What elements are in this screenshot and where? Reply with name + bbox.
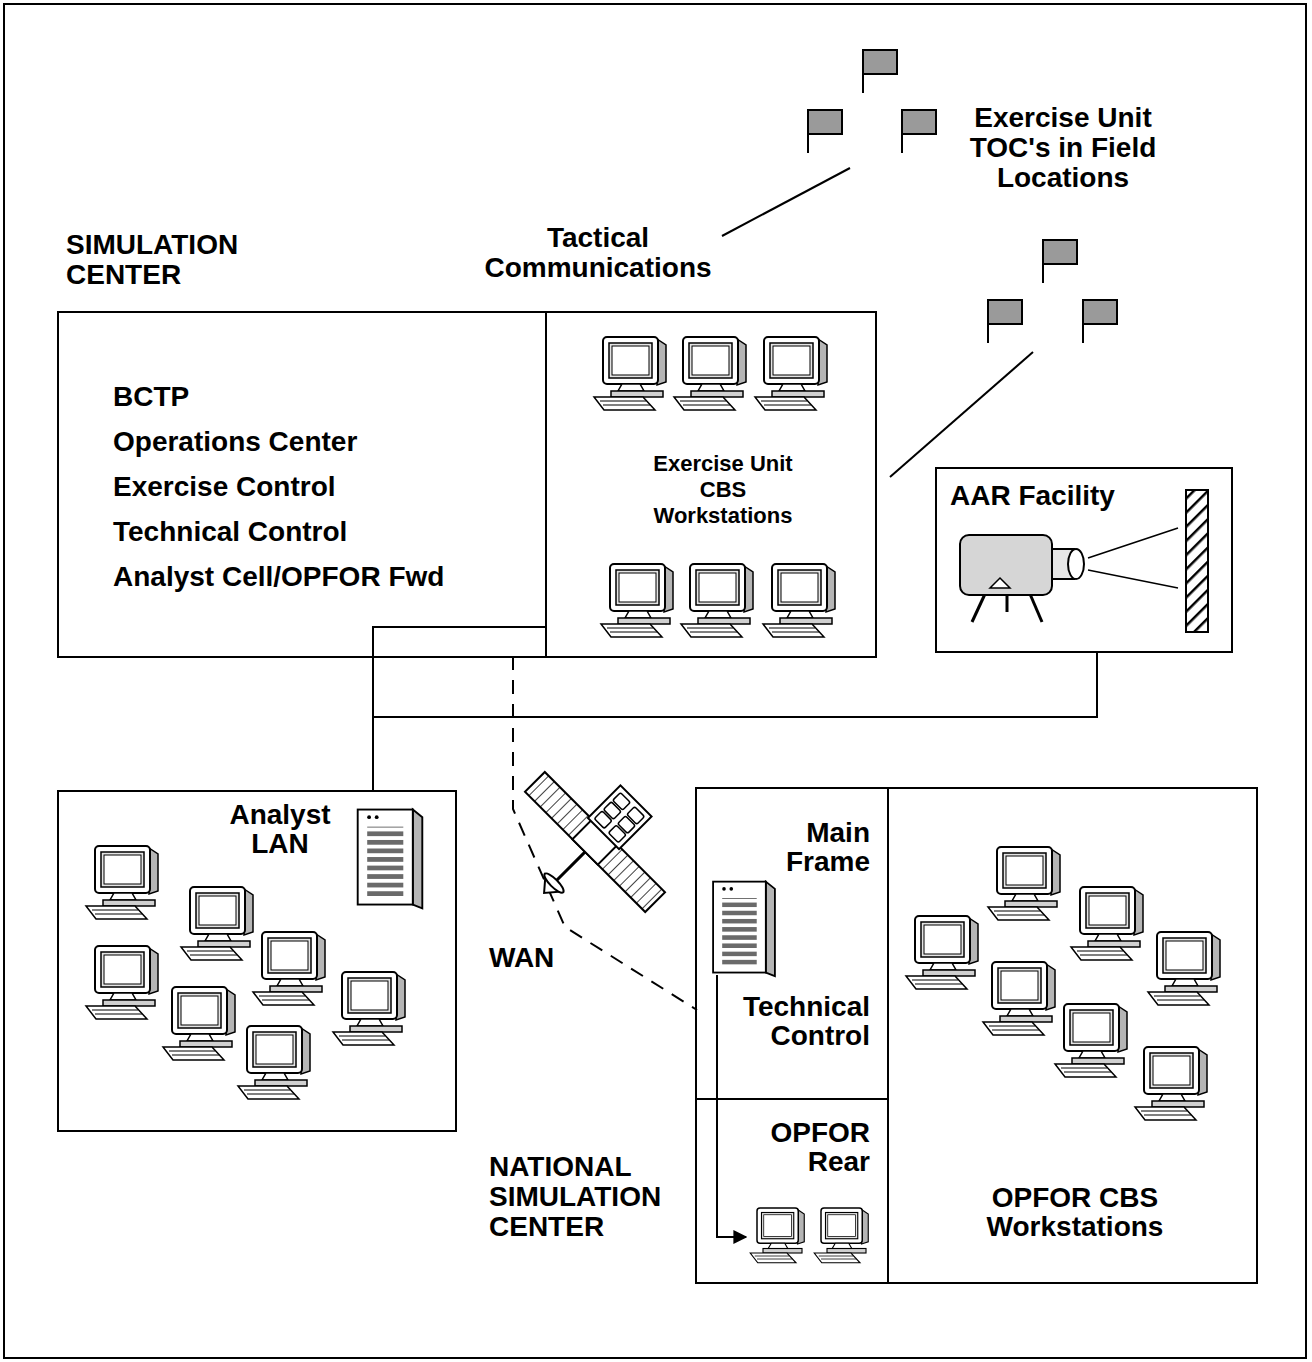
facility-label: BCTP [113, 374, 533, 419]
facility-box: Analyst LAN [57, 790, 457, 1132]
workstation-icon [1055, 1004, 1127, 1077]
flag [808, 110, 842, 134]
workstation-icon [1148, 932, 1220, 1005]
workstation-icon [814, 1208, 868, 1263]
facility-label: Main Frame [730, 818, 870, 876]
projector-lens [1068, 549, 1084, 579]
server-icon [358, 810, 423, 909]
facility-box: OPFOR CBS Workstations [889, 789, 1256, 1282]
facility-label: Analyst LAN [215, 800, 345, 858]
annotation-label: Exercise Unit TOC's in Field Locations [963, 103, 1163, 193]
facility-box: BCTPOperations CenterExercise ControlTec… [59, 313, 547, 656]
link-label: WAN [485, 943, 558, 973]
satellite-module [594, 811, 612, 829]
facility-label: Exercise Unit CBS Workstations [638, 451, 808, 529]
workstation-icon [163, 987, 235, 1060]
facility-label: Technical Control [730, 992, 870, 1050]
flag [1083, 300, 1117, 324]
facility-box: AAR Facility [935, 467, 1233, 653]
page-frame [4, 4, 1306, 1358]
network-link [373, 627, 547, 790]
facility-box: Exercise Unit CBS Workstations [547, 313, 875, 656]
flag [863, 50, 897, 74]
facility-label: Operations Center [113, 419, 533, 464]
satellite-illustration [484, 741, 696, 953]
facility-box: NATIONAL SIMULATION CENTERMain FrameTech… [695, 787, 1258, 1284]
facility-heading: SIMULATION CENTER [66, 230, 276, 290]
mainframe-icon [713, 882, 775, 977]
facility-box: Main FrameTechnical Control [697, 789, 889, 1100]
projection-beam [1088, 570, 1178, 588]
workstation-icon [906, 916, 978, 989]
facility-box: SIMULATION CENTERBCTPOperations CenterEx… [57, 311, 877, 658]
tripod-leg [1006, 594, 1009, 612]
tripod-leg [972, 594, 985, 622]
facility-label: OPFOR CBS Workstations [975, 1183, 1175, 1241]
projection-beam [1088, 528, 1178, 558]
workstation-icon [86, 846, 158, 919]
tripod-leg [1030, 594, 1042, 622]
workstation-icon [181, 887, 253, 960]
facility-label: Exercise Control [113, 464, 533, 509]
projector-vent [990, 578, 1010, 588]
annotation-label: Tactical Communications [478, 223, 718, 283]
satellite-module [608, 825, 626, 843]
network-link [717, 975, 746, 1237]
workstation-icon [983, 962, 1055, 1035]
workstation-icon [763, 564, 835, 637]
workstation-icon [988, 847, 1060, 920]
flag [902, 110, 936, 134]
workstation-icon [1135, 1047, 1207, 1120]
tactical-link-line [890, 352, 1033, 477]
satellite-dish [542, 871, 566, 895]
facility-label: OPFOR Rear [750, 1118, 870, 1176]
workstation-icon [674, 337, 746, 410]
workstation-icon [755, 337, 827, 410]
flag [1043, 240, 1077, 264]
projection-screen [1186, 490, 1208, 632]
satellite-body [588, 785, 652, 849]
workstation-icon [1071, 887, 1143, 960]
workstation-icon [681, 564, 753, 637]
facility-label: Analyst Cell/OPFOR Fwd [113, 554, 533, 599]
tactical-link-line [722, 168, 850, 236]
satellite-boom [554, 852, 585, 883]
workstation-icon [601, 564, 673, 637]
projector-illustration [960, 490, 1208, 632]
toc-flags [808, 50, 1117, 343]
workstation-icon [750, 1208, 804, 1263]
facility-heading: NATIONAL SIMULATION CENTER [489, 1152, 679, 1242]
flag [988, 300, 1022, 324]
solar-panel [525, 772, 665, 912]
facility-label: AAR Facility [950, 480, 1190, 512]
workstation-icon [238, 1026, 310, 1099]
workstation-icon [594, 337, 666, 410]
workstation-icon [86, 946, 158, 1019]
workstation-icon [253, 932, 325, 1005]
projector-body [960, 535, 1052, 595]
network-link [373, 627, 1097, 717]
workstation-icon [333, 972, 405, 1045]
facility-box: OPFOR Rear [697, 1100, 889, 1282]
facility-label: Technical Control [113, 509, 533, 554]
